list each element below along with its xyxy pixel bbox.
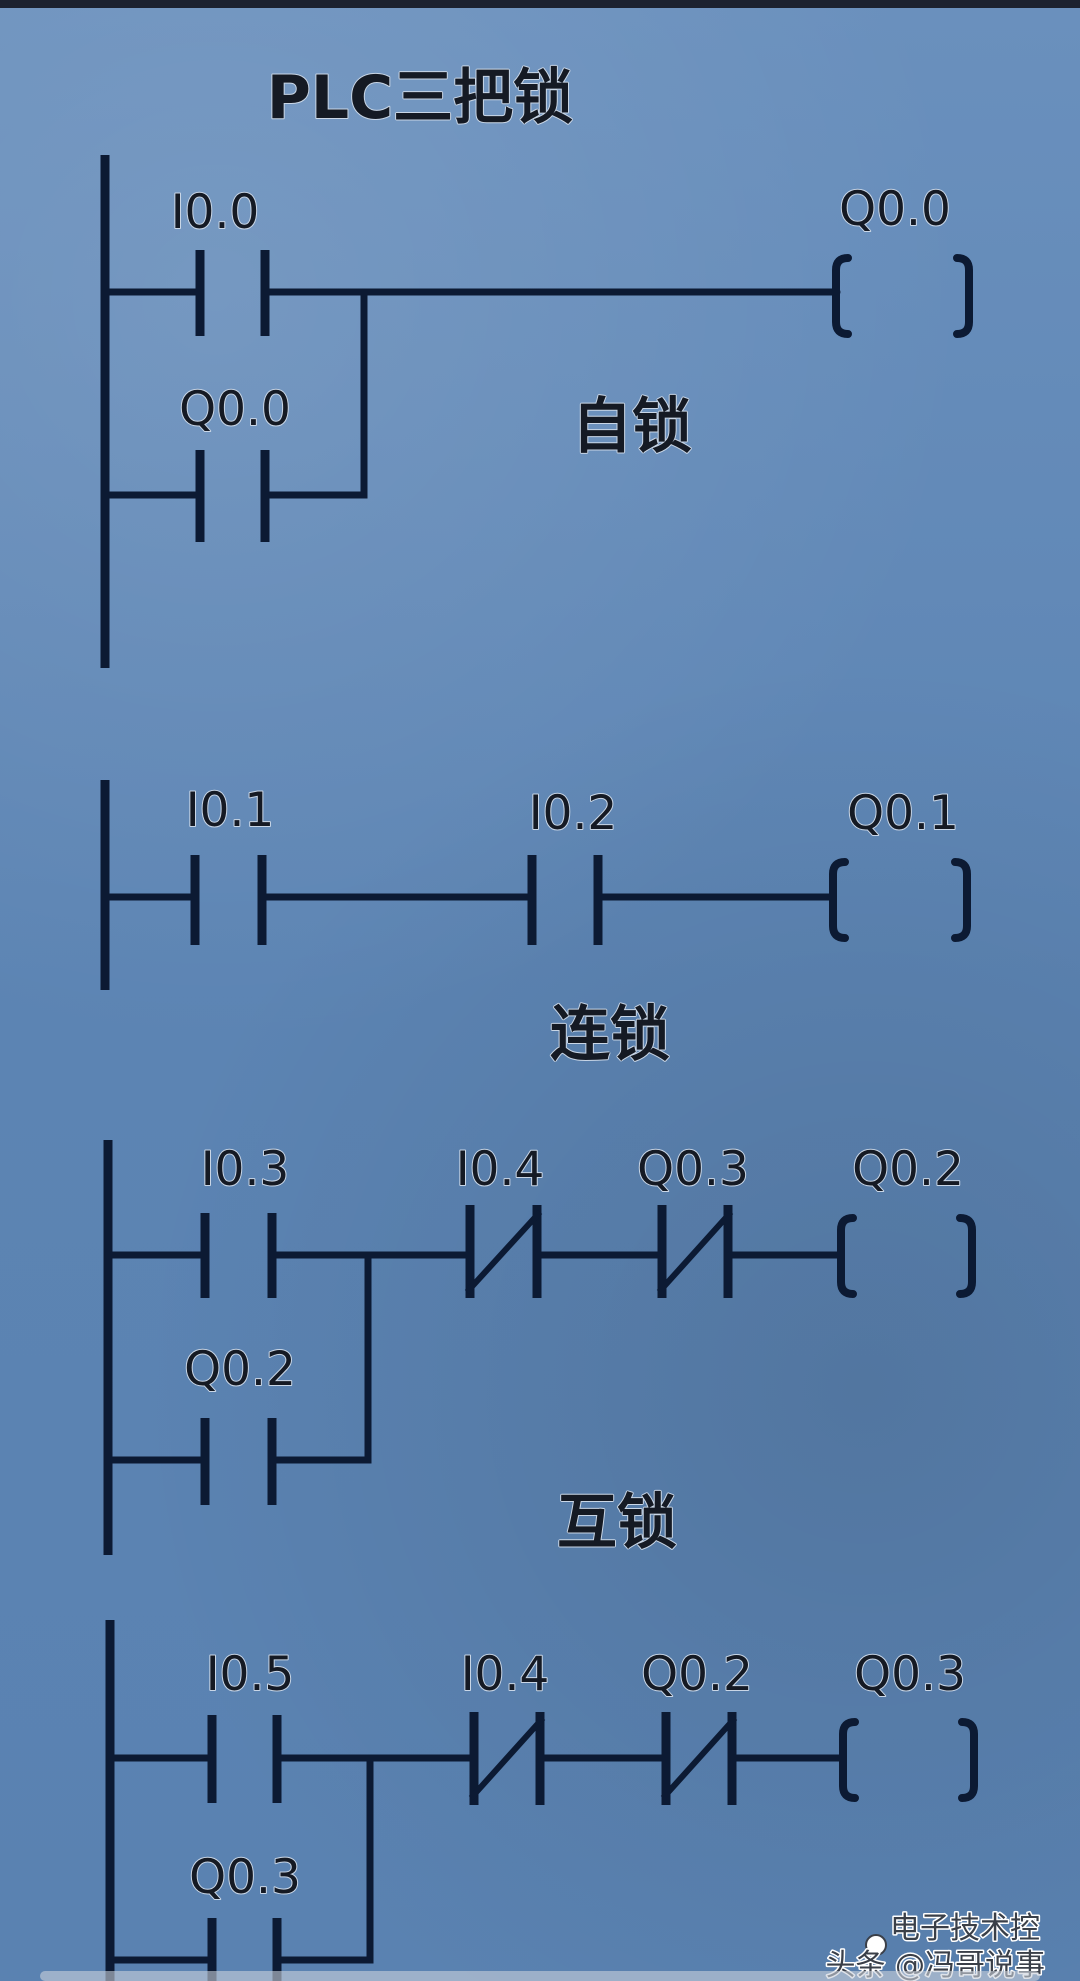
nc-contact xyxy=(468,1712,546,1805)
wire xyxy=(270,1251,372,1464)
coil-left xyxy=(839,1718,859,1802)
wechat-icon xyxy=(865,1934,887,1956)
nc-contact xyxy=(656,1205,734,1298)
caption-inter-lock: 互锁 xyxy=(557,1488,677,1558)
contact-label: I0.1 xyxy=(186,783,275,838)
contact-label: Q0.0 xyxy=(179,382,291,437)
nc-contact xyxy=(660,1712,738,1805)
rung-self-lock: I0.0 Q0.0 Q0.0 自锁 xyxy=(100,155,973,668)
contact-label: I0.4 xyxy=(461,1647,550,1702)
contact-label: Q0.2 xyxy=(184,1342,296,1397)
top-status-strip xyxy=(0,0,1080,8)
nc-contact xyxy=(464,1205,543,1298)
contact-label: I0.0 xyxy=(171,185,260,240)
no-contact xyxy=(207,1918,282,1981)
rung-interlock-q03: I0.5 I0.4 Q0.2 Q0.3 Q0.3 xyxy=(105,1620,978,1981)
bottom-scrollbar[interactable] xyxy=(40,1971,1040,1981)
contact-label: Q0.3 xyxy=(189,1850,301,1905)
contact-label: Q0.3 xyxy=(637,1142,749,1197)
no-contact xyxy=(200,1213,277,1298)
coil-label: Q0.0 xyxy=(839,182,951,237)
contact-label: Q0.2 xyxy=(641,1647,753,1702)
caption-chain-lock: 连锁 xyxy=(550,1000,670,1070)
rung-chain-lock: I0.1 I0.2 Q0.1 连锁 xyxy=(100,780,971,1071)
diagram-title: PLC三把锁 xyxy=(267,63,573,133)
coil-left xyxy=(837,1214,857,1298)
contact-label: I0.2 xyxy=(529,786,618,841)
no-contact xyxy=(527,855,603,945)
wire xyxy=(275,1754,374,1964)
no-contact xyxy=(200,1418,277,1505)
contact-label: I0.3 xyxy=(201,1142,290,1197)
caption-self-lock: 自锁 xyxy=(572,392,692,462)
watermark-line-1: 电子技术控 xyxy=(890,1911,1040,1946)
coil-right xyxy=(951,858,971,942)
no-contact xyxy=(207,1715,282,1803)
coil-label: Q0.1 xyxy=(847,786,959,841)
coil-right xyxy=(956,1214,976,1298)
coil-label: Q0.3 xyxy=(854,1647,966,1702)
wire xyxy=(263,288,368,499)
coil-label: Q0.2 xyxy=(852,1142,964,1197)
no-contact xyxy=(195,250,270,336)
coil-right xyxy=(958,1718,978,1802)
contact-label: I0.4 xyxy=(456,1142,545,1197)
no-contact xyxy=(195,450,270,542)
rung-interlock-q02: I0.3 I0.4 Q0.3 Q0.2 Q0.2 互锁 xyxy=(103,1140,976,1559)
coil-left xyxy=(832,254,852,338)
contact-label: I0.5 xyxy=(206,1647,295,1702)
coil-left xyxy=(829,858,849,942)
no-contact xyxy=(190,855,267,945)
coil-right xyxy=(953,254,973,338)
